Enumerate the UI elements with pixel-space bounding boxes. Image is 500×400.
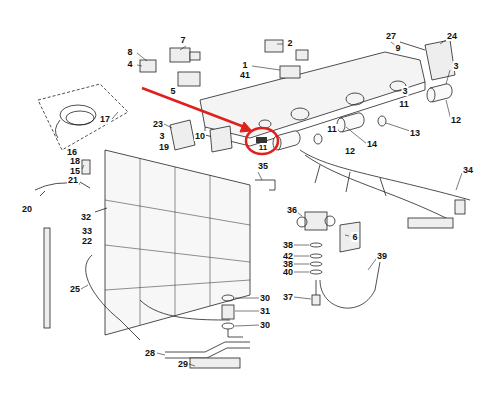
callout-number: 4: [126, 59, 133, 69]
callout-number: 30: [259, 320, 271, 330]
callout-number: 3: [401, 86, 408, 96]
callout-number: 2: [286, 38, 293, 48]
callout-number: 8: [126, 47, 133, 57]
callout-number: 17: [99, 114, 111, 124]
callout-number: 37: [282, 292, 294, 302]
callout-number: 33: [81, 226, 93, 236]
callout-number: 3: [158, 131, 165, 141]
callout-number: 32: [80, 212, 92, 222]
callout-number: 13: [409, 128, 421, 138]
callout-number: 12: [344, 146, 356, 156]
callout-number: 20: [21, 204, 33, 214]
callout-number: 14: [366, 139, 378, 149]
callout-number: 10: [194, 131, 206, 141]
callout-number: 28: [144, 348, 156, 358]
callout-number: 23: [152, 119, 164, 129]
callout-number: 6: [351, 232, 358, 242]
callout-number: 11: [326, 124, 338, 134]
callout-number: 34: [462, 165, 474, 175]
callout-number: 39: [376, 251, 388, 261]
callout-number: 21: [67, 175, 79, 185]
callout-number: 18: [69, 156, 81, 166]
callout-number: 40: [282, 267, 294, 277]
callout-number: 41: [239, 70, 251, 80]
callout-number: 3: [452, 61, 459, 71]
callout-number: 7: [179, 35, 186, 45]
callout-number: 36: [286, 205, 298, 215]
callout-number: 5: [169, 86, 176, 96]
callout-number: 29: [177, 359, 189, 369]
callout-number: 25: [69, 284, 81, 294]
callout-number: 19: [158, 142, 170, 152]
callout-number: 9: [394, 43, 401, 53]
callout-number: 12: [450, 115, 462, 125]
callout-number: 31: [259, 306, 271, 316]
callout-number: 11: [258, 143, 268, 153]
callout-number: 24: [446, 31, 458, 41]
callout-number: 22: [81, 236, 93, 246]
callout-number: 11: [398, 99, 410, 109]
callout-number: 30: [259, 293, 271, 303]
callout-number: 35: [257, 161, 269, 171]
callout-number: 1: [241, 60, 248, 70]
callout-number: 27: [385, 31, 397, 41]
callout-number: 38: [282, 240, 294, 250]
